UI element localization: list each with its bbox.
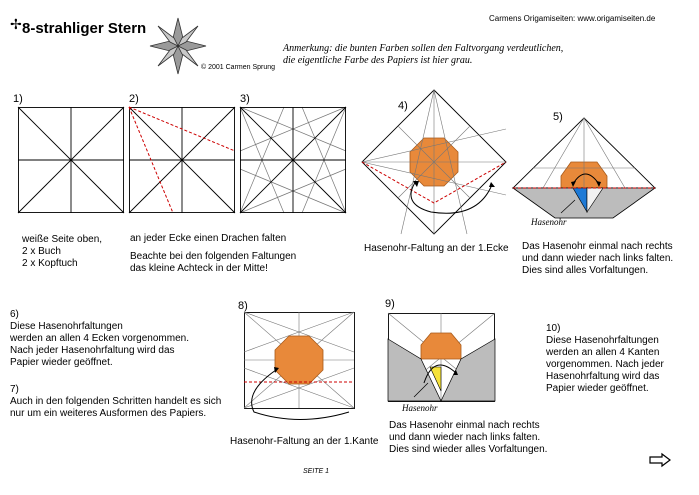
- step-2-line-1: an jeder Ecke einen Drachen falten: [130, 233, 287, 244]
- diagram-step-4: [361, 89, 507, 235]
- next-page-arrow-icon[interactable]: [649, 452, 671, 468]
- step-2-text: an jeder Ecke einen Drachen falten Beach…: [130, 233, 296, 275]
- step-9-line-1: Das Hasenohr einmal nach rechts: [389, 420, 540, 431]
- step-6-line-4: Papier wieder geöffnet.: [10, 357, 113, 368]
- diagram-step-5: [511, 117, 657, 219]
- copyright: © 2001 Carmen Sprung: [201, 64, 276, 71]
- step-9-line-2: und dann wieder nach links falten.: [389, 432, 541, 443]
- step-10-text: 10) Diese Hasenohrfaltungen werden an al…: [546, 323, 664, 395]
- step-7-number: 7): [10, 384, 19, 395]
- step-2-line-3: das kleine Achteck in der Mitte!: [130, 263, 268, 274]
- step-6-line-3: Nach jeder Hasenohrfaltung wird das: [10, 345, 175, 356]
- step-7-line-2: nur um ein weiteres Ausformen des Papier…: [10, 408, 207, 419]
- step-2-line-2: Beachte bei den folgenden Faltungen: [130, 251, 297, 262]
- diagram-step-2: [128, 106, 236, 214]
- step-10-line-4: Hasenohrfaltung wird das: [546, 371, 660, 382]
- step-10-line-2: werden an allen 4 Kanten: [546, 347, 660, 358]
- step-4-caption: Hasenohr-Faltung an der 1.Ecke: [364, 243, 509, 254]
- step-5-hasenohr-label: Hasenohr: [531, 217, 567, 227]
- remark-line-2: die eigentliche Farbe des Papiers ist hi…: [283, 55, 473, 66]
- page-number: SEITE 1: [303, 468, 330, 475]
- star-logo-icon: [149, 17, 207, 75]
- diagram-step-3: [239, 106, 347, 214]
- step-1-line-2: 2 x Buch: [22, 246, 61, 257]
- step-10-number: 10): [546, 323, 561, 334]
- step-1-number: 1): [13, 93, 23, 105]
- remark-line-1: Anmerkung: die bunten Farben sollen den …: [283, 43, 564, 54]
- step-9-hasenohr-label: Hasenohr: [402, 403, 438, 413]
- step-3-number: 3): [240, 93, 250, 105]
- step-1-line-1: weiße Seite oben,: [22, 234, 103, 245]
- step-9-text: Das Hasenohr einmal nach rechts und dann…: [389, 420, 547, 456]
- step-7-line-1: Auch in den folgenden Schritten handelt …: [10, 396, 222, 407]
- step-10-line-1: Diese Hasenohrfaltungen: [546, 335, 659, 346]
- site-credit: Carmens Origamiseiten: www.origamiseiten…: [489, 14, 656, 23]
- step-1-text: weiße Seite oben, 2 x Buch 2 x Kopftuch: [22, 234, 102, 270]
- step-10-line-5: Papier wieder geöffnet.: [546, 383, 649, 394]
- step-5-line-2: und dann wieder nach links falten.: [522, 253, 674, 264]
- step-5-text: Das Hasenohr einmal nach rechts und dann…: [522, 241, 673, 277]
- step-8-caption: Hasenohr-Faltung an der 1.Kante: [230, 436, 379, 447]
- step-7-text: 7) Auch in den folgenden Schritten hande…: [10, 384, 221, 420]
- step-5-number: 5): [553, 111, 563, 123]
- step-6-line-1: Diese Hasenohrfaltungen: [10, 321, 123, 332]
- step-6-line-2: werden an allen 4 Ecken vorgenommen.: [10, 333, 189, 344]
- step-9-line-3: Dies sind wieder alles Vorfaltungen.: [389, 444, 548, 455]
- step-2-number: 2): [129, 93, 139, 105]
- diagram-step-9: [387, 312, 496, 402]
- step-6-text: 6) Diese Hasenohrfaltungen werden an all…: [10, 309, 189, 369]
- step-8-number: 8): [238, 300, 248, 312]
- step-5-line-1: Das Hasenohr einmal nach rechts: [522, 241, 673, 252]
- step-9-number: 9): [385, 298, 395, 310]
- remark: Anmerkung: die bunten Farben sollen den …: [283, 43, 583, 67]
- step-4-number: 4): [398, 100, 408, 112]
- page-title: 8-strahliger Stern: [22, 20, 147, 37]
- step-1-line-3: 2 x Kopftuch: [22, 258, 78, 269]
- title-star-icon: ✢: [10, 16, 22, 32]
- diagram-step-8: [243, 311, 355, 420]
- step-6-number: 6): [10, 309, 19, 320]
- diagram-step-1: [17, 106, 125, 214]
- step-5-line-3: Dies sind alles Vorfaltungen.: [522, 265, 649, 276]
- step-10-line-3: vorgenommen. Nach jeder: [546, 359, 664, 370]
